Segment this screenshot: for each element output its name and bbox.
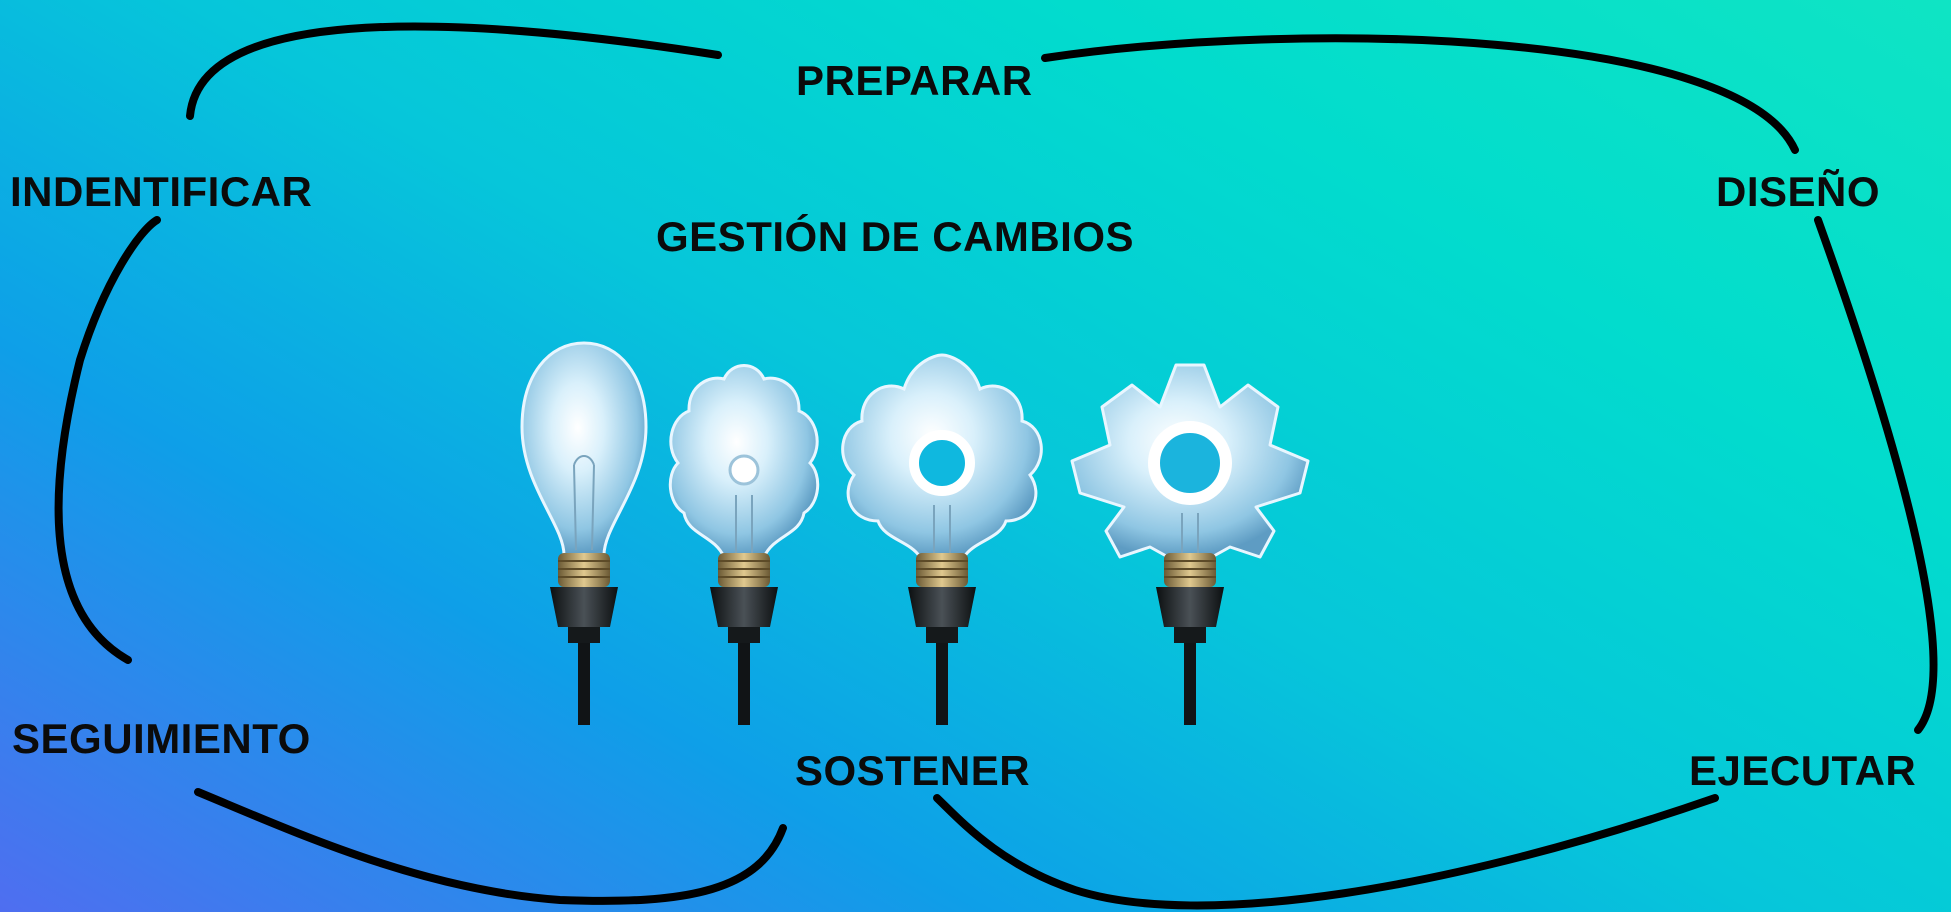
small-gear-bulb-icon (841, 353, 1043, 725)
diagram-title: GESTIÓN DE CAMBIOS (656, 213, 1135, 260)
step-seguimiento: SEGUIMIENTO (12, 715, 311, 762)
arc-identificar-preparar (186, 22, 722, 120)
arc-disenio-ejecutar (1814, 216, 1938, 734)
bulb-to-gear-illustration (520, 341, 1310, 725)
gear-bulb-icon (1070, 363, 1310, 725)
arc-preparar-disenio (1041, 34, 1799, 154)
arc-seguimiento-identificar (54, 216, 161, 664)
arc-sostener-seguimiento (194, 788, 787, 905)
arc-ejecutar-sostener (933, 794, 1719, 910)
step-preparar: PREPARAR (796, 57, 1033, 104)
step-identificar: INDENTIFICAR (10, 168, 313, 215)
lightbulb-icon (520, 341, 648, 725)
step-ejecutar: EJECUTAR (1689, 747, 1917, 794)
step-disenio: DISEÑO (1716, 168, 1881, 215)
flower-bulb-icon (668, 364, 820, 725)
step-sostener: SOSTENER (795, 747, 1031, 794)
